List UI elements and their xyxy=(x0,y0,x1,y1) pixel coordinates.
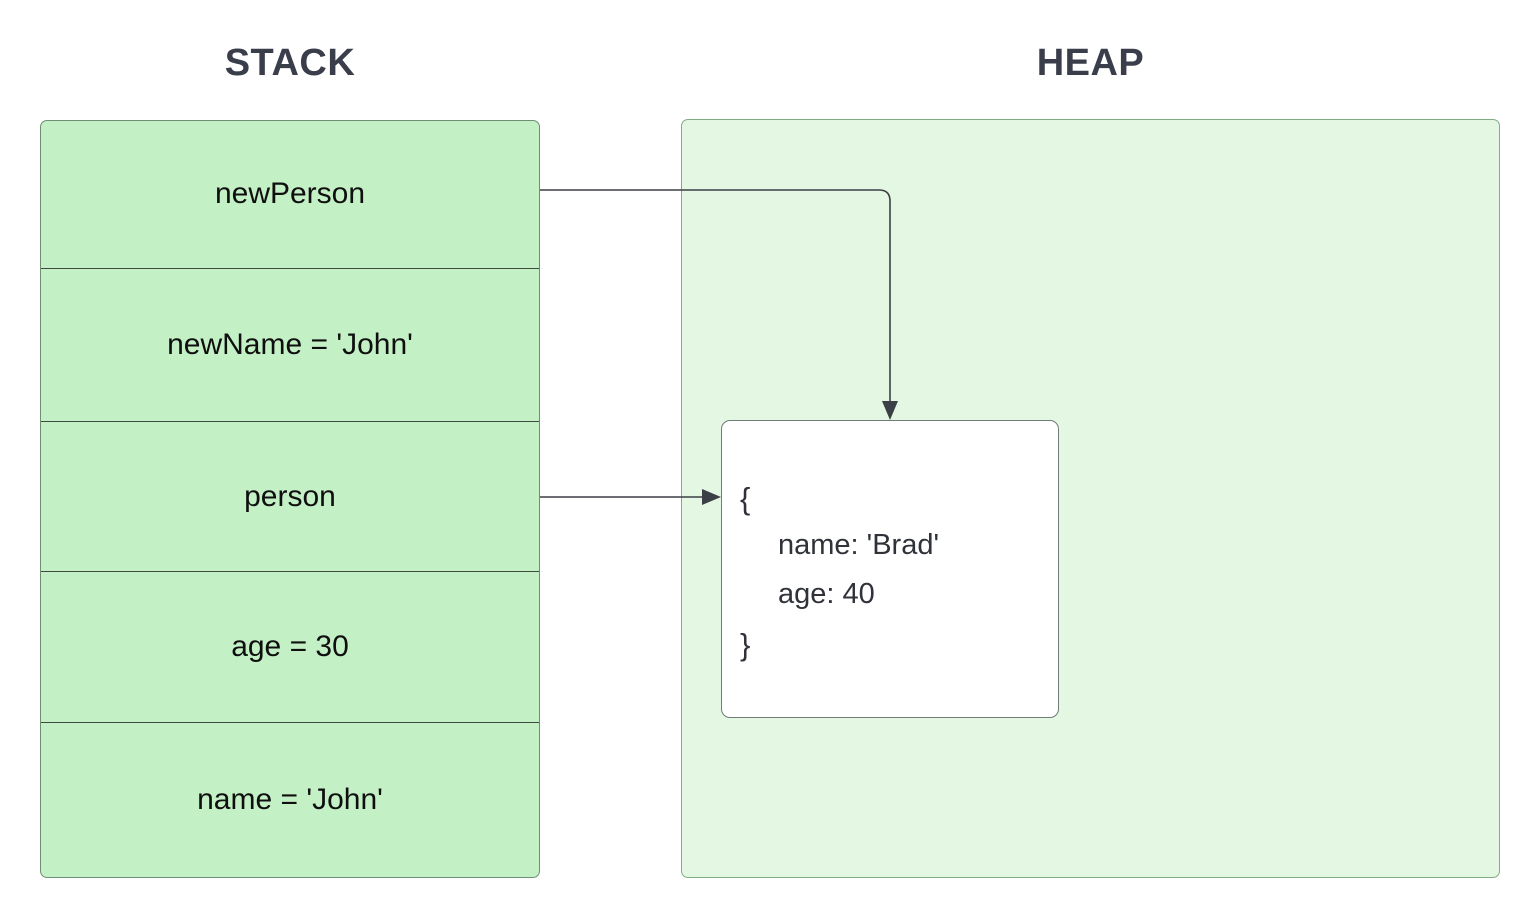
stack-cell-label: age = 30 xyxy=(231,630,349,664)
stack-cell-age[interactable]: age = 30 xyxy=(41,572,539,724)
object-property-name: name: 'Brad' xyxy=(778,529,939,561)
stack-cell-newperson[interactable]: newPerson xyxy=(41,121,539,269)
heap-title: HEAP xyxy=(1036,42,1145,84)
stack-cell-label: person xyxy=(244,479,336,513)
stack-cell-label: newPerson xyxy=(214,177,366,211)
object-property-age: age: 40 xyxy=(778,578,875,610)
heap-object-box[interactable]: { name: 'Brad' age: 40 } xyxy=(721,420,1059,718)
stack-cell-newname[interactable]: newName = 'John' xyxy=(41,269,539,423)
object-close-brace: } xyxy=(740,627,751,662)
stack-cell-label: newName = 'John' xyxy=(167,327,413,361)
stack-cell-person[interactable]: person xyxy=(41,422,539,572)
stack-cell-label: name = 'John' xyxy=(197,783,383,817)
stack-frame: newPerson newName = 'John' person age = … xyxy=(40,120,540,878)
object-open-brace: { xyxy=(740,481,751,516)
stack-title: STACK xyxy=(224,42,356,84)
stack-cell-name[interactable]: name = 'John' xyxy=(41,723,539,877)
